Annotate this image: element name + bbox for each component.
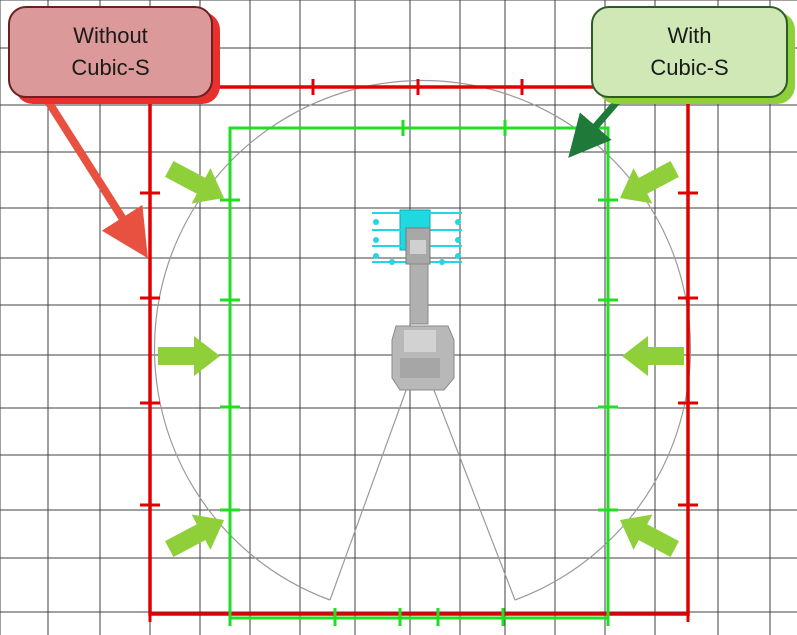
callout-with-label: With Cubic-S (650, 23, 729, 80)
pointer-with-arrow (568, 93, 625, 158)
push-arrow-icon (620, 160, 679, 204)
push-arrow-icon (165, 160, 224, 204)
boundary-ticks (140, 79, 698, 626)
push-arrow-icon (158, 336, 220, 376)
callout-without-label: Without Cubic-S (71, 23, 150, 80)
boundary-with-cubic-s (228, 126, 610, 620)
robot-reach-envelope (153, 79, 692, 601)
push-arrow-icon (165, 514, 224, 558)
callout-with-cubic-s: With Cubic-S (591, 6, 788, 98)
push-arrow-icon (622, 336, 684, 376)
robot-arm-icon (372, 209, 462, 391)
push-arrow-icon (620, 514, 679, 558)
pointer-without-arrow (42, 95, 148, 259)
callout-without-cubic-s: Without Cubic-S (8, 6, 213, 98)
push-arrows (158, 160, 684, 558)
